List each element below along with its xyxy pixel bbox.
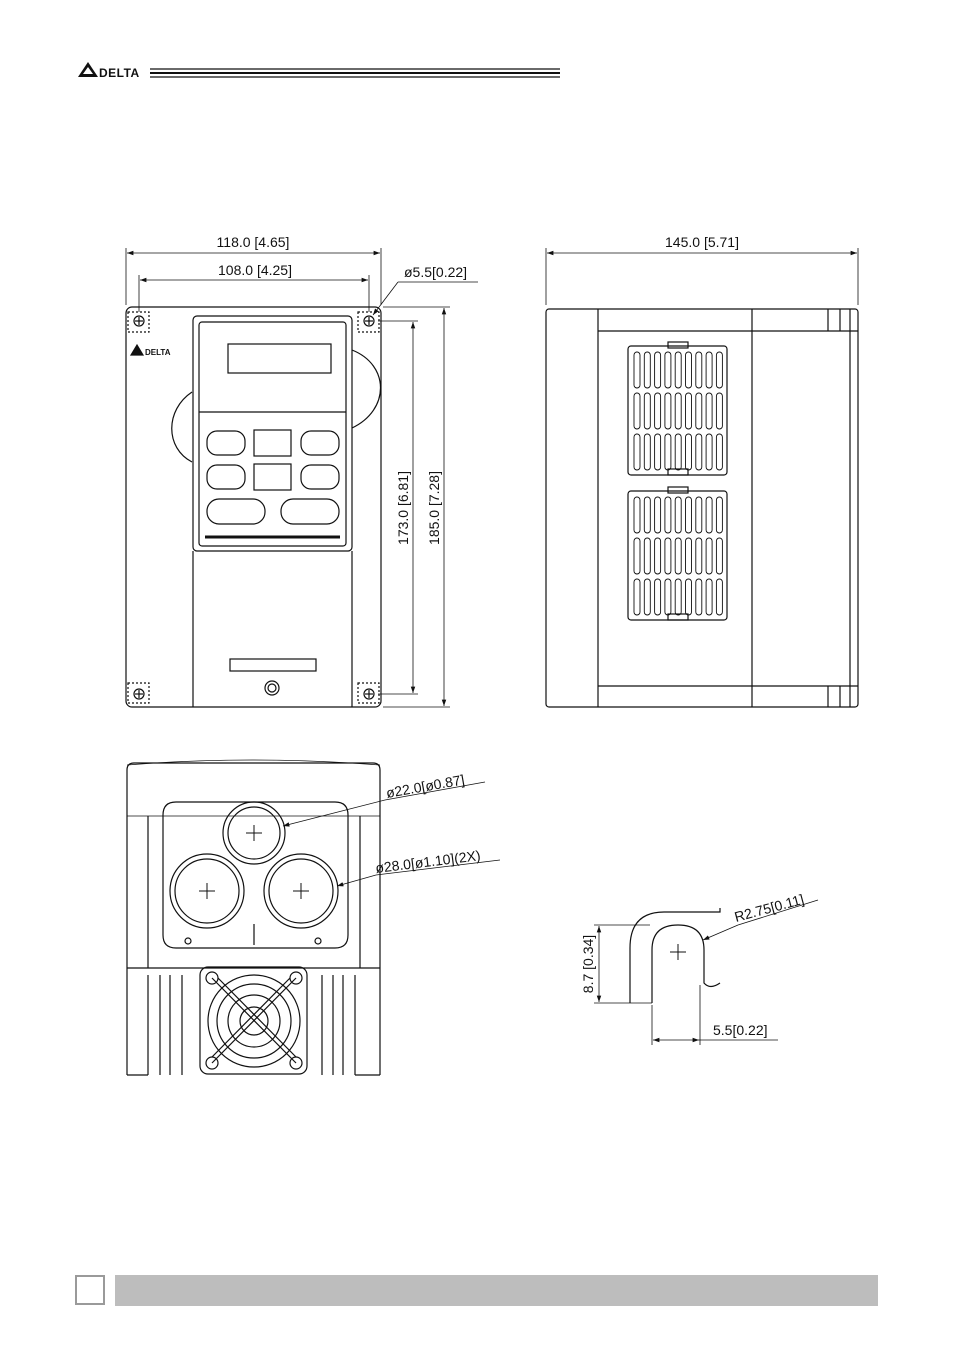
vent-slot [706,497,712,533]
vent-slot [686,393,692,429]
vent-slot [665,579,671,615]
vent-slot [696,393,702,429]
slot-height-label: 8.7 [0.34] [580,935,596,993]
vent-slot [696,497,702,533]
vent-slot [675,393,681,429]
vent-slot [655,579,661,615]
vent-slot [655,434,661,470]
bottom-view [127,760,380,1075]
large-knockout-label: ø28.0[ø1.10](2X) [374,847,481,876]
vent-slot [665,434,671,470]
vent-slot [634,497,640,533]
vent-slot [716,393,722,429]
vent-slot [655,538,661,574]
vent-slot [665,538,671,574]
vent-slot [716,538,722,574]
vent-slot [655,497,661,533]
overall-width-label: 118.0 [4.65] [217,234,290,250]
slot-center-mark [670,944,686,960]
vent-slot [634,579,640,615]
vent-slot [665,497,671,533]
panel-brand-text: DELTA [145,348,171,357]
side-dimensions [546,248,858,305]
vent-slot [716,579,722,615]
vent-slot [686,538,692,574]
vent-slot [706,393,712,429]
vent-slot [696,352,702,388]
vent-slot [655,352,661,388]
vent-slot [696,579,702,615]
vent-slot [634,352,640,388]
footer-bar [115,1275,878,1306]
vent-slot [644,393,650,429]
side-vent-slots [634,352,722,615]
hole-spacing-width-label: 108.0 [4.25] [218,262,292,278]
vent-slot [644,497,650,533]
vent-slot [675,579,681,615]
vent-slot [644,352,650,388]
vent-slot [706,434,712,470]
vent-slot [686,352,692,388]
vent-slot [644,434,650,470]
vent-slot [634,538,640,574]
vent-slot [634,393,640,429]
vent-slot [644,538,650,574]
vent-slot [675,538,681,574]
vent-slot [665,352,671,388]
vent-slot [696,434,702,470]
hole-diameter-label: ø5.5[0.22] [404,264,467,280]
vent-slot [686,434,692,470]
slot-radius-label: R2.75[0.11] [733,891,806,925]
vent-slot [665,393,671,429]
vent-slot [696,538,702,574]
vent-slot [686,497,692,533]
slot-dimensions [594,900,818,1045]
vent-slot [634,434,640,470]
vent-slot [706,579,712,615]
vent-slot [706,352,712,388]
vent-slot [706,538,712,574]
vent-slot [675,352,681,388]
small-knockout-label: ø22.0[ø0.87] [385,771,466,801]
vent-slot [716,434,722,470]
vent-slot [675,434,681,470]
overall-height-label: 185.0 [7.28] [426,471,442,545]
slot-width-label: 5.5[0.22] [713,1022,768,1038]
vent-slot [644,579,650,615]
vent-slot [686,579,692,615]
vent-slot [675,497,681,533]
knockout-center-marks [199,825,309,899]
vent-slot [655,393,661,429]
hole-spacing-height-label: 173.0 [6.81] [395,471,411,545]
depth-label: 145.0 [5.71] [665,234,739,250]
slot-detail [630,908,720,1003]
vent-slot [716,352,722,388]
page-number-box [75,1275,105,1305]
vent-slot [716,497,722,533]
front-view [126,307,381,707]
